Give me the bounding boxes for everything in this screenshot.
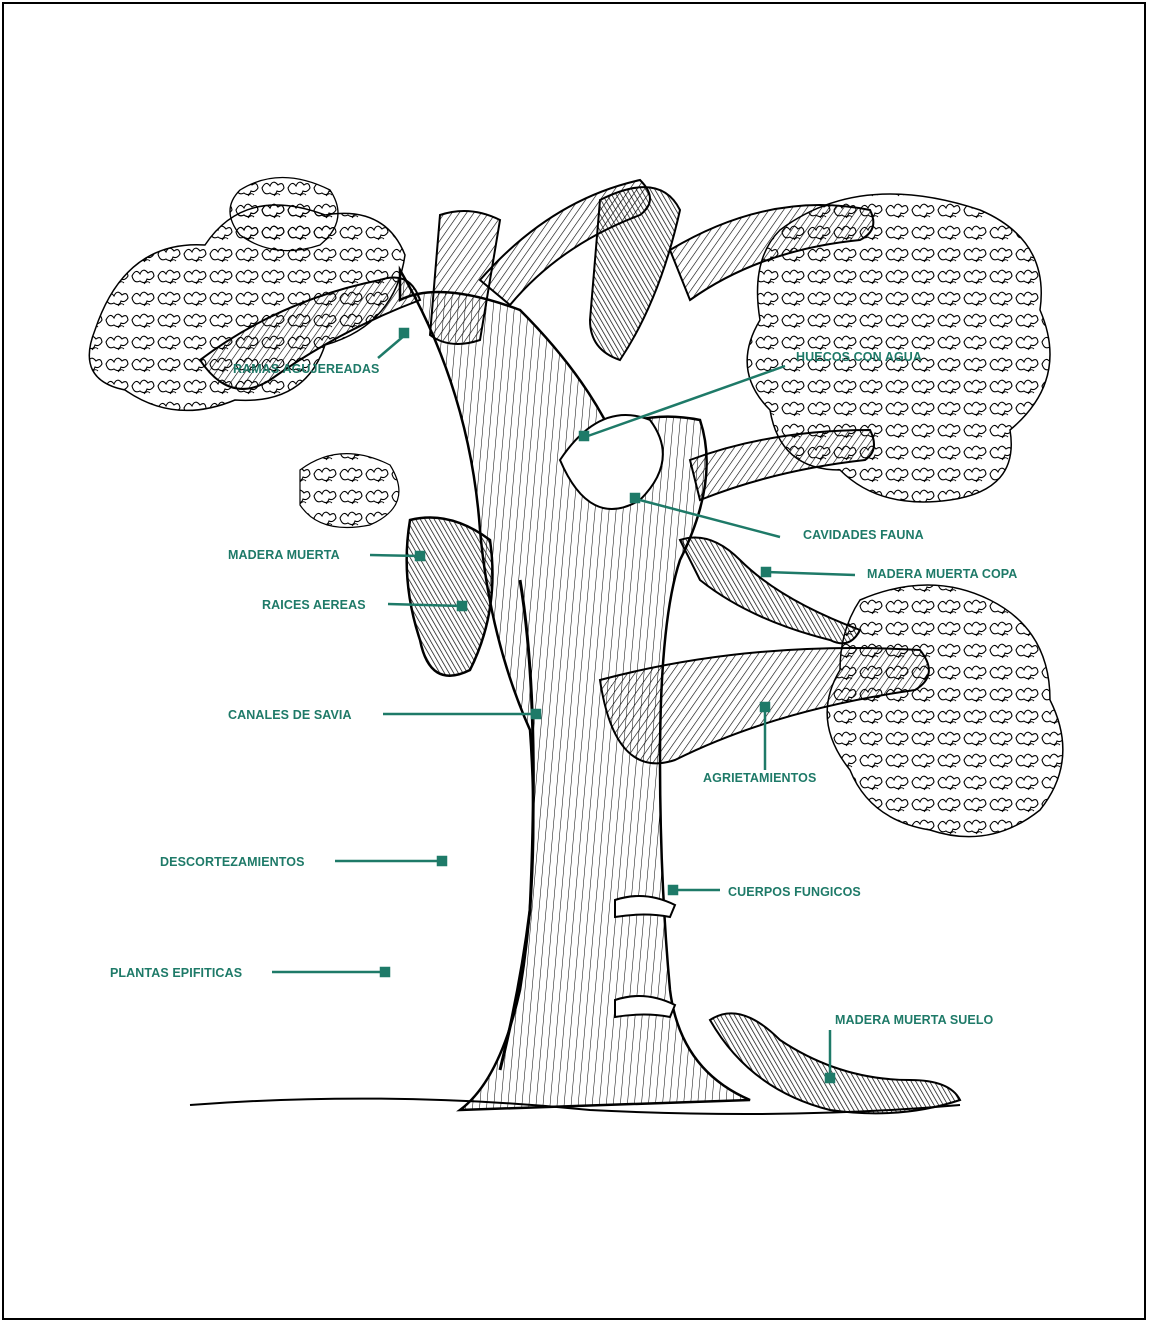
- label-madera-muerta-suelo: MADERA MUERTA SUELO: [835, 1013, 993, 1027]
- label-ramas-agujereadas: RAMAS AGUJEREADAS: [233, 362, 379, 376]
- label-descortezamientos: DESCORTEZAMIENTOS: [160, 855, 305, 869]
- label-plantas-epifiticas: PLANTAS EPIFITICAS: [110, 966, 242, 980]
- label-madera-muerta: MADERA MUERTA: [228, 548, 340, 562]
- foliage-right: [747, 194, 1063, 837]
- label-huecos-con-agua: HUECOS CON AGUA: [796, 350, 922, 364]
- label-agrietamientos: AGRIETAMIENTOS: [703, 771, 816, 785]
- label-cuerpos-fungicos: CUERPOS FUNGICOS: [728, 885, 861, 899]
- label-raices-aereas: RAICES AEREAS: [262, 598, 366, 612]
- label-cavidades-fauna: CAVIDADES FAUNA: [803, 528, 924, 542]
- label-madera-muerta-copa: MADERA MUERTA COPA: [867, 567, 1017, 581]
- label-canales-de-savia: CANALES DE SAVIA: [228, 708, 352, 722]
